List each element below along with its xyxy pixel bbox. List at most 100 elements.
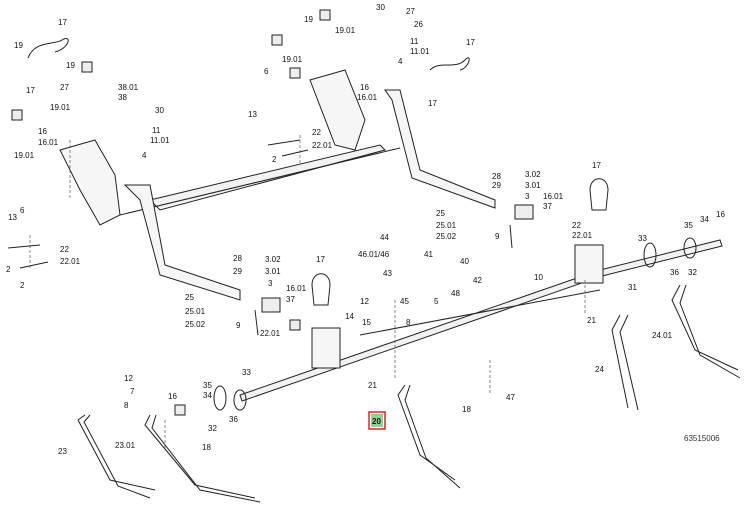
- tine-23: [77, 414, 156, 491]
- callout: 22.01: [312, 141, 333, 150]
- bushing: [289, 67, 301, 79]
- callout: 3.02: [265, 255, 281, 264]
- callout: 16: [360, 83, 369, 92]
- callout: 17: [26, 86, 35, 95]
- bushing: [514, 204, 534, 220]
- bushing: [319, 9, 331, 21]
- bolt: [509, 224, 513, 249]
- callout: 40: [460, 257, 469, 266]
- callout: 5: [434, 297, 439, 306]
- left-hub: [311, 327, 341, 369]
- hub-disc: [233, 389, 247, 411]
- callout: 24.01: [652, 331, 673, 340]
- callout: 33: [638, 234, 647, 243]
- rotor-shaft-rear: [359, 289, 601, 336]
- callout: 38.01: [118, 83, 139, 92]
- callout: 37: [286, 295, 295, 304]
- right-bracket: [309, 69, 366, 151]
- tine-2401-b: [679, 284, 741, 379]
- drawing-number: 63515006: [684, 434, 720, 443]
- bolt: [254, 309, 259, 336]
- callout: 35: [684, 221, 693, 230]
- callout: 38: [118, 93, 127, 102]
- callout: 17: [466, 38, 475, 47]
- callout: 16: [38, 127, 47, 136]
- callout: 11: [410, 37, 419, 46]
- callout: 24: [595, 365, 604, 374]
- tine-20-b: [404, 384, 461, 489]
- callout: 13: [8, 213, 17, 222]
- callout: 30: [155, 106, 164, 115]
- callout: 16.01: [357, 93, 378, 102]
- callout: 47: [506, 393, 515, 402]
- callout: 19.01: [335, 26, 356, 35]
- callout: 4: [398, 57, 403, 66]
- callout: 25: [185, 293, 194, 302]
- callout: 22.01: [572, 231, 593, 240]
- callout: 22: [60, 245, 69, 254]
- right-hub: [574, 244, 604, 284]
- callout: 2: [272, 155, 277, 164]
- callout: 12: [360, 297, 369, 306]
- callout: 25.02: [436, 232, 457, 241]
- highlight-fill-20: [371, 414, 383, 427]
- callout: 32: [688, 268, 697, 277]
- callout: 21: [587, 316, 596, 325]
- spring-clip: [429, 57, 470, 71]
- tine-23-b: [83, 414, 151, 499]
- callout: 42: [473, 276, 482, 285]
- callout: 44: [380, 233, 389, 242]
- callout: 48: [451, 289, 460, 298]
- callout: 19: [304, 15, 313, 24]
- callout: 22.01: [260, 329, 281, 338]
- callout: 32: [208, 424, 217, 433]
- bolt: [19, 261, 49, 269]
- callout: 11: [152, 126, 161, 135]
- callout: 23: [58, 447, 67, 456]
- tine-24-b: [619, 314, 639, 411]
- callout: 3: [268, 279, 273, 288]
- callout: 43: [383, 269, 392, 278]
- spring-clip: [311, 273, 331, 306]
- bushing: [81, 61, 93, 73]
- callout-highlighted: 20: [372, 417, 381, 426]
- callout: 18: [462, 405, 471, 414]
- callout: 28: [492, 172, 501, 181]
- callout: 11.01: [410, 47, 430, 56]
- callout: 2: [6, 265, 11, 274]
- callout: 34: [203, 391, 212, 400]
- tine-2301: [144, 414, 256, 499]
- callout: 22: [572, 221, 581, 230]
- bolt: [267, 139, 301, 146]
- callout: 6: [20, 206, 25, 215]
- callout: 28: [233, 254, 242, 263]
- callout: 15: [362, 318, 371, 327]
- spring-clip: [27, 38, 69, 59]
- callout: 3.01: [265, 267, 281, 276]
- callout: 27: [406, 7, 415, 16]
- callout: 11.01: [150, 136, 170, 145]
- frame-tube: [149, 144, 386, 211]
- callout: 31: [628, 283, 637, 292]
- spring-clip: [589, 178, 609, 211]
- callout: 19.01: [50, 103, 71, 112]
- callout: 17: [592, 161, 601, 170]
- callout: 33: [242, 368, 251, 377]
- callout: 16.01: [38, 138, 59, 147]
- bolt: [7, 244, 41, 249]
- callout: 16.01: [286, 284, 307, 293]
- callout: 3: [525, 192, 530, 201]
- hub-disc: [683, 237, 697, 259]
- callout: 27: [60, 83, 69, 92]
- callout: 17: [316, 255, 325, 264]
- callout: 30: [376, 3, 385, 12]
- callout: 25.01: [436, 221, 457, 230]
- tine-2301-b: [151, 414, 261, 503]
- callout: 23.01: [115, 441, 136, 450]
- callout: 41: [424, 250, 433, 259]
- callout: 13: [248, 110, 257, 119]
- left-leg: [123, 184, 241, 301]
- callout: 34: [700, 215, 709, 224]
